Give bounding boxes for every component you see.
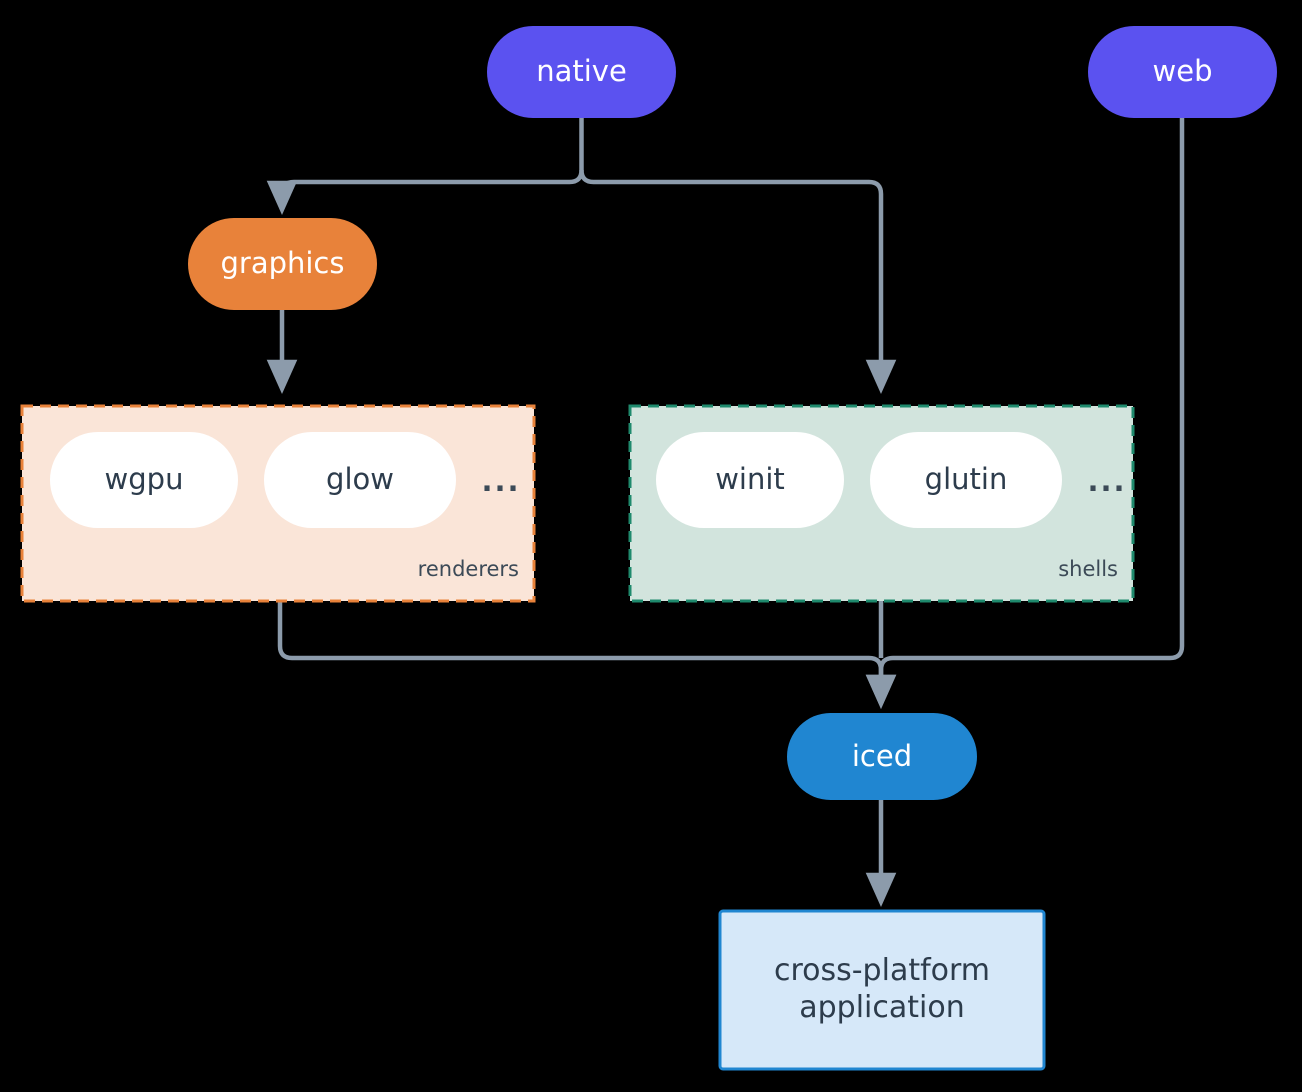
node-winit[interactable] [656,432,844,528]
node-glutin[interactable] [870,432,1062,528]
node-wgpu[interactable] [50,432,238,528]
node-web[interactable] [1088,26,1277,118]
edge-native-to-shells [579,169,897,395]
node-application[interactable] [718,909,1046,1071]
edge-web-to-iced [865,118,1185,710]
edge-native-to-graphics [266,169,584,216]
node-graphics[interactable] [188,218,377,310]
node-native[interactable] [487,26,676,118]
node-glow[interactable] [264,432,456,528]
node-iced[interactable] [787,713,977,800]
